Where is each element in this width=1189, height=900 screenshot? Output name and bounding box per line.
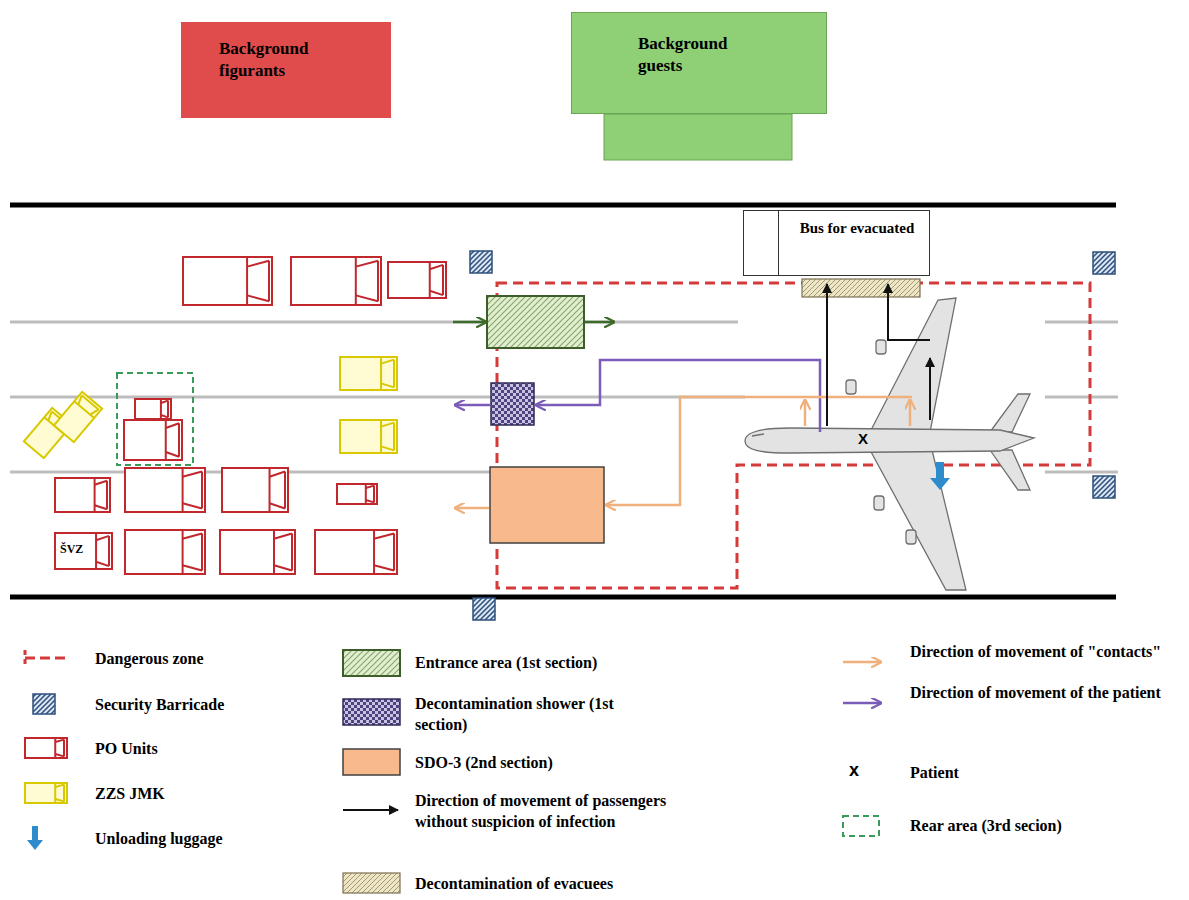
background-box: Background guests xyxy=(571,12,827,114)
road-edge xyxy=(10,203,1116,208)
passenger-route xyxy=(888,284,930,340)
legend-text: Patient xyxy=(910,762,1170,783)
passenger-route xyxy=(826,284,828,426)
legend-entry: Decontamination shower (1st section) xyxy=(415,693,665,735)
legend-entry: PO Units xyxy=(95,738,315,759)
legend-swatches xyxy=(25,650,881,893)
legend-text: ZZS JMK xyxy=(95,783,315,804)
entry-arrow xyxy=(453,321,486,324)
rear-area xyxy=(117,373,193,465)
legend-sample xyxy=(27,826,43,850)
legend-entry: Dangerous zone xyxy=(95,648,315,669)
zzs-unit xyxy=(25,783,67,803)
po-unit xyxy=(220,530,295,574)
node-text: Background figurants xyxy=(219,38,349,82)
security-barricade xyxy=(470,251,1115,620)
contacts-route xyxy=(804,400,807,426)
bus-box: Bus for evacuated xyxy=(743,210,930,276)
legend-text: Unloading luggage xyxy=(95,828,315,849)
legend-text: Dangerous zone xyxy=(95,648,315,669)
legend-entry: Unloading luggage xyxy=(95,828,315,849)
po-unit xyxy=(315,530,397,574)
legend-sample xyxy=(843,816,879,836)
legend-text: Decontamination of evacuees xyxy=(415,873,765,894)
po-unit xyxy=(125,530,205,574)
node-text: Bus for evacuated xyxy=(792,219,922,239)
entry-arrow xyxy=(585,321,614,324)
legend-text: Entrance area (1st section) xyxy=(415,652,765,673)
vehicle-tag: ŠVZ xyxy=(58,540,88,562)
legend-entry: Patient xyxy=(910,762,1170,783)
po-unit xyxy=(222,468,288,512)
legend-entry: ZZS JMK xyxy=(95,783,315,804)
legend-text: Direction of movement of "contacts" xyxy=(910,641,1170,662)
legend-sample xyxy=(343,749,400,775)
legend-sample xyxy=(843,662,881,663)
legend-text: Security Barricade xyxy=(95,694,315,715)
po-unit xyxy=(183,257,272,305)
guests-stand xyxy=(604,114,792,160)
legend-sample xyxy=(33,694,55,714)
legend-entry: SDO-3 (2nd section) xyxy=(415,752,765,773)
legend-swatch xyxy=(343,749,400,775)
po-unit xyxy=(291,257,381,305)
contacts-route xyxy=(455,507,489,510)
legend-entry: Entrance area (1st section) xyxy=(415,652,765,673)
legend-sample xyxy=(25,650,67,666)
patient-mark: x xyxy=(849,760,859,781)
legend-entry: Rear area (3rd secion) xyxy=(910,815,1170,836)
legend-text: PO Units xyxy=(95,738,315,759)
legend-entry: Decontamination of evacuees xyxy=(415,873,765,894)
entrance-area xyxy=(487,296,584,348)
road-edge xyxy=(10,595,1116,600)
legend-entry: Security Barricade xyxy=(95,694,315,715)
legend-sample xyxy=(25,738,67,758)
po-unit xyxy=(55,533,112,569)
po-unit xyxy=(135,399,171,419)
legend-sample xyxy=(843,703,881,704)
legend-sample xyxy=(343,650,400,676)
node-text: Background guests xyxy=(638,33,768,77)
legend-sample xyxy=(343,810,398,811)
legend-text: Direction of movement of the patient xyxy=(910,682,1170,703)
zzs-unit xyxy=(54,392,102,442)
luggage-arrow xyxy=(930,462,950,490)
node-text: ŠVZ xyxy=(60,542,90,558)
legend-entry: Direction of movement of "contacts" xyxy=(910,641,1170,662)
zzs-unit xyxy=(340,420,397,453)
legend-text: Rear area (3rd secion) xyxy=(910,815,1170,836)
patient-mark: X xyxy=(858,430,868,447)
po-unit xyxy=(337,484,377,504)
bus-windshield xyxy=(778,211,779,275)
legend-text: Direction of movement of passengers with… xyxy=(415,790,715,832)
po-unit xyxy=(55,478,110,512)
decontamination-shower xyxy=(491,383,534,425)
vehicle-group xyxy=(24,257,446,574)
po-unit xyxy=(25,738,67,758)
legend-entry: Direction of movement of the patient xyxy=(910,682,1170,703)
contacts-route xyxy=(606,397,912,505)
patient-route xyxy=(455,404,490,407)
legend-sample xyxy=(25,783,67,803)
po-unit xyxy=(124,420,182,460)
sdo-3-unit xyxy=(490,467,604,543)
background-box: Background figurants xyxy=(181,22,391,118)
legend-sample xyxy=(343,873,400,893)
zzs-unit xyxy=(340,357,397,390)
legend-text: SDO-3 (2nd section) xyxy=(415,752,765,773)
airplane xyxy=(745,298,1034,590)
passenger-route xyxy=(929,358,931,420)
legend-entry: Direction of movement of passengers with… xyxy=(415,790,715,832)
po-unit xyxy=(125,468,205,512)
evacuee-decontamination xyxy=(802,279,920,297)
po-unit xyxy=(388,262,446,298)
contacts-route xyxy=(909,400,912,426)
legend-text: Decontamination shower (1st section) xyxy=(415,693,665,735)
legend-sample xyxy=(343,699,400,725)
